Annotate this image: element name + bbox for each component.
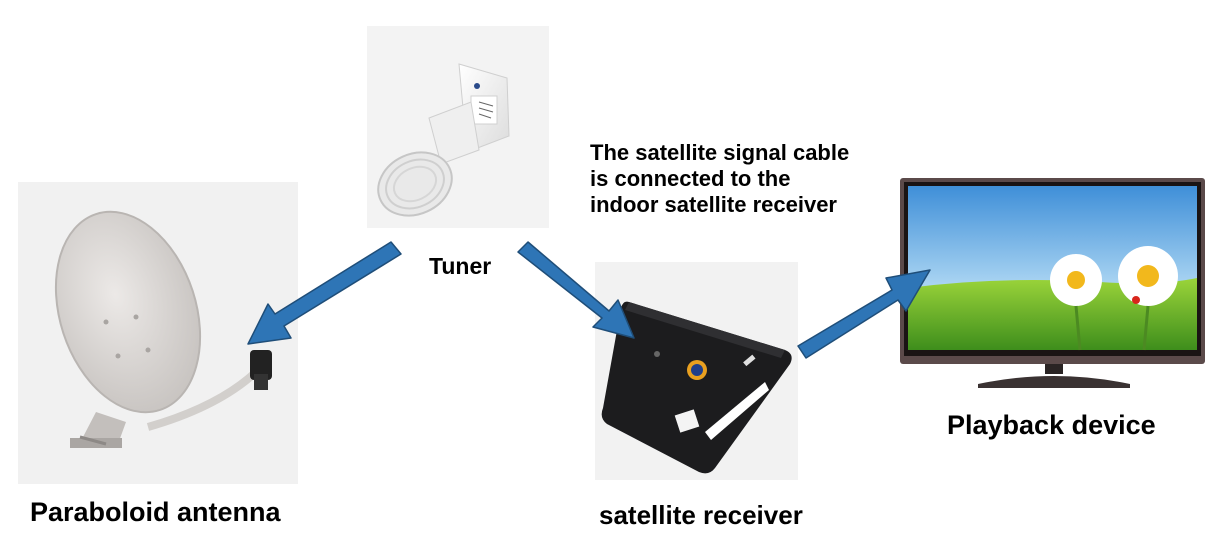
playback-device-image [900,178,1205,390]
satellite-dish-icon [54,210,272,448]
paraboloid-antenna-label: Paraboloid antenna [30,497,281,527]
tuner-image [367,26,549,228]
tuner-label: Tuner [429,253,492,279]
cable-connection-note: The satellite signal cable is connected … [590,140,850,217]
satellite-receiver-label: satellite receiver [599,500,803,530]
satellite-receiver-image [595,262,798,480]
set-top-box-icon [601,301,792,474]
paraboloid-antenna-image [18,182,298,484]
lnb-tuner-icon [377,63,510,217]
playback-device-label: Playback device [947,410,1156,440]
television-icon [900,178,1205,388]
